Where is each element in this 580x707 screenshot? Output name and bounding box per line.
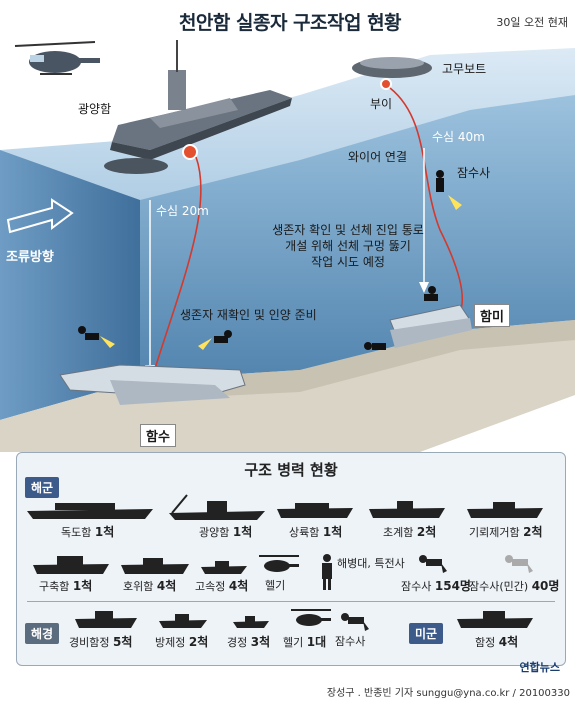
navy-item: 초계함 2척 [383,525,437,539]
coast-item: 잠수사 [335,635,366,648]
diver-icon [78,326,115,348]
navy-item: 호위함 4척 [123,579,177,593]
navy-tag: 해군 [25,477,60,498]
rescue-forces-panel: 구조 병력 현황 해군 독도함 1척 광양함 1척 상륙함 1척 초계함 2척 … [16,452,566,666]
label-diver: 잠수사 [457,166,491,180]
navy-item: 광양함 1척 [199,525,253,539]
navy-item: 잠수사 154명 [401,579,471,593]
navy-item: 기뢰제거함 2척 [469,525,543,539]
bow-wreck [59,364,246,405]
rescue-scene [0,40,575,452]
coast-item: 경정 3척 [227,635,271,649]
timestamp: 30일 오전 현재 [496,16,568,29]
ship-icon [201,561,247,574]
ship-icon [121,558,189,574]
page-title: 천안함 실종자 구조작업 현황 [178,12,402,34]
divider [27,601,555,602]
diver-icon [419,555,447,573]
coast-guard-tag: 해경 [25,623,60,644]
buoy-bow [182,144,198,160]
coast-item: 방제정 2척 [155,635,209,649]
label-bow-plan: 생존자 재확인 및 인양 준비 [180,308,317,322]
navy-item: 고속정 4척 [195,579,249,593]
diver-icon [341,613,369,631]
buoy-stern [380,78,392,90]
label-stern: 함미 [474,304,510,327]
diver-civilian-icon [505,555,533,573]
navy-item: 헬기 [265,579,286,592]
sea-surface [0,48,575,225]
ship-icon [277,503,353,518]
diver-icon [424,286,438,301]
label-bow: 함수 [140,424,176,447]
label-gwangyang: 광양함 [78,102,112,116]
gwangyang-ship [110,40,292,160]
helicopter-icon [259,555,299,572]
us-item: 함정 4척 [475,635,519,649]
soldier-icon [322,554,332,590]
wire-stern [389,87,463,321]
current-arrow [6,198,74,234]
navy-item: 상륙함 1척 [289,525,343,539]
navy-item: 잠수사(민간) 40명 [469,579,560,593]
diver-icon [364,342,386,350]
ship-icon [33,556,109,574]
label-stern-plan: 생존자 확인 및 선체 진입 통로 개설 위해 선체 구멍 뚫기 작업 시도 예… [272,223,424,269]
ship-icon [233,616,269,628]
us-forces-tag: 미군 [409,623,444,644]
label-buoy: 부이 [370,97,393,111]
navy-item: 해병대, 특전사 [337,557,405,570]
stern-wreck [389,304,472,348]
coast-item: 헬기 1대 [283,635,327,649]
sea-front-wall [0,150,140,420]
diver-icon [198,330,232,350]
label-depth-20: 수심 20m [156,204,209,218]
wire-bow [149,156,202,386]
label-current: 조류방향 [6,250,54,265]
yonhap-logo: 연합뉴스 [519,661,560,674]
label-wire: 와이어 연결 [348,150,408,164]
panel-title: 구조 병력 현황 [244,461,338,479]
diver-icon [436,170,462,210]
ship-icon [75,611,137,628]
label-rubber-boat: 고무보트 [442,62,487,76]
small-boat [104,158,168,174]
rubber-boat [352,57,432,78]
ship-icon [169,494,265,520]
ship-icon [27,503,153,519]
ship-icon [159,614,207,628]
ship-icon [369,501,445,518]
ship-icon [457,611,533,628]
credit-line: 장성구 . 반종빈 기자 sunggu@yna.co.kr / 20100330 [326,688,570,699]
helicopter-icon [14,41,100,75]
helicopter-icon [291,609,331,626]
navy-item: 독도함 1척 [61,525,115,539]
coast-item: 경비함정 5척 [69,635,133,649]
label-depth-40: 수심 40m [432,130,485,144]
navy-item: 구축함 1척 [39,579,93,593]
ship-icon [467,502,543,518]
